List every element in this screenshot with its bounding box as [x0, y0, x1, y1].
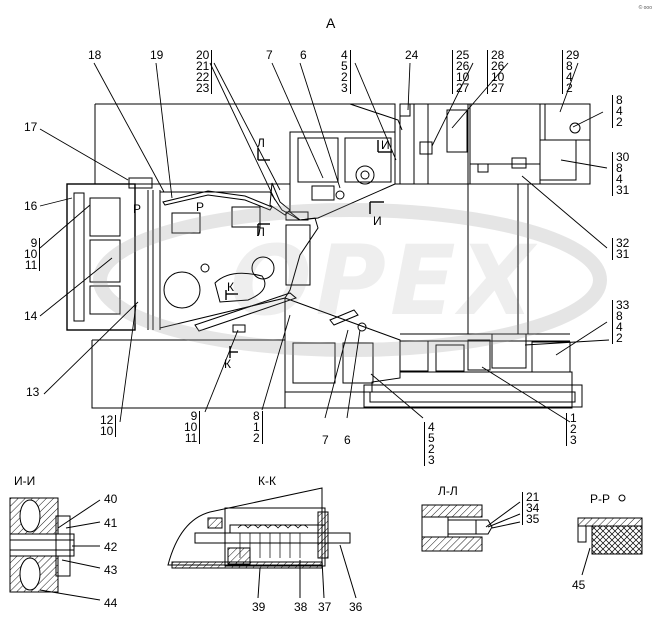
section-marker-i-top: И	[381, 138, 390, 152]
section-marker-l-bottom: Л	[257, 225, 265, 239]
section-marker-r-left: Р	[133, 202, 142, 216]
callout-17: 17	[24, 120, 38, 134]
section-ii-label-41: 41	[104, 516, 118, 530]
callout-7-bottom: 7	[322, 433, 329, 447]
section-ii-title: И-И	[14, 474, 36, 488]
callout-13: 13	[26, 385, 40, 399]
cab-outline-middle	[94, 104, 395, 185]
section-marker-r-right: Р	[196, 200, 205, 214]
section-kk-label-38: 38	[294, 600, 308, 614]
callout-6: 6	[300, 48, 307, 62]
callout-19: 19	[150, 48, 164, 62]
section-rr-label-45: 45	[572, 578, 586, 592]
section-kk-label-39: 39	[252, 600, 266, 614]
section-kk-label-37: 37	[318, 600, 332, 614]
section-ll-title: Л-Л	[438, 484, 458, 498]
callout-18: 18	[88, 48, 102, 62]
callout-7: 7	[266, 48, 273, 62]
callout-24: 24	[405, 48, 419, 62]
section-kk-drawing	[167, 487, 357, 599]
callout-14: 14	[24, 309, 38, 323]
corner-mark: © ooo	[638, 5, 652, 11]
callout-16: 16	[24, 199, 38, 213]
section-marker-l-top: Л	[257, 136, 265, 150]
watermark: OPEX	[230, 225, 538, 337]
section-ll-drawing	[421, 501, 521, 552]
section-marker-k-bottom: К	[224, 357, 231, 371]
section-ii-label-43: 43	[104, 563, 118, 577]
section-marker-k-top: К	[227, 280, 234, 294]
section-rr-title: Р-Р	[590, 492, 611, 506]
middle-panel	[159, 191, 319, 329]
section-ii-label-42: 42	[104, 540, 118, 554]
section-rr-drawing	[577, 517, 643, 576]
section-marker-i-bottom: И	[373, 214, 382, 228]
callout-6-bottom: 6	[344, 433, 351, 447]
section-ii-label-40: 40	[104, 492, 118, 506]
left-console	[66, 183, 136, 331]
section-kk-title: К-К	[258, 474, 276, 488]
section-kk-label-36: 36	[349, 600, 363, 614]
section-ii-drawing	[9, 497, 101, 601]
section-ii-label-44: 44	[104, 596, 118, 610]
view-title: А	[326, 15, 336, 31]
